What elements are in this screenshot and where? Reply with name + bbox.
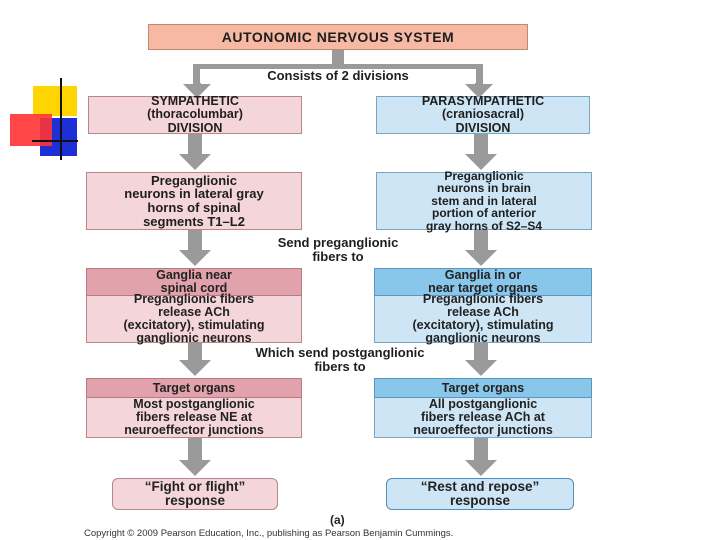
parasympathetic-division-text: PARASYMPATHETIC (craniosacral) DIVISION — [421, 94, 545, 135]
sympathetic-ganglia-stack: Ganglia near spinal cord Preganglionic f… — [86, 268, 302, 345]
arrow-left-3 — [179, 340, 211, 376]
sympathetic-preganglionic-box: Preganglionic neurons in lateral gray ho… — [86, 172, 302, 230]
parasympathetic-response: “Rest and repose” response — [386, 478, 574, 510]
sympathetic-target-stack: Target organs Most postganglionic fibers… — [86, 378, 302, 438]
send-preganglionic-label: Send preganglionic fibers to — [277, 235, 399, 264]
arrow-right-3 — [465, 340, 497, 376]
sympathetic-target-organs: Target organs — [86, 378, 302, 398]
parasympathetic-postganglionic: All postganglionic fibers release ACh at… — [374, 397, 592, 438]
sympathetic-response-text: “Fight or flight” response — [144, 478, 246, 508]
parasympathetic-preganglionic-fibers: Preganglionic fibers release ACh (excita… — [374, 292, 592, 345]
parasympathetic-ganglia: Ganglia in or near target organs — [374, 268, 592, 296]
arrow-left-4 — [179, 438, 211, 476]
arrow-right-1 — [465, 134, 497, 170]
parasympathetic-preganglionic-box: Preganglionic neurons in brain stem and … — [376, 168, 592, 233]
parasympathetic-response-text: “Rest and repose” response — [420, 478, 540, 508]
arrow-right-4 — [465, 438, 497, 476]
divisions-label: Consists of 2 divisions — [200, 69, 476, 83]
sympathetic-preganglionic-text: Preganglionic neurons in lateral gray ho… — [124, 172, 264, 229]
arrow-right-2 — [465, 230, 497, 266]
parasympathetic-division-box: PARASYMPATHETIC (craniosacral) DIVISION — [376, 94, 590, 135]
sympathetic-preganglionic-fibers: Preganglionic fibers release ACh (excita… — [86, 292, 302, 345]
arrow-left-1 — [179, 134, 211, 170]
arrow-left-2 — [179, 230, 211, 266]
parasympathetic-preganglionic-text: Preganglionic neurons in brain stem and … — [425, 168, 543, 233]
figure-label: (a) — [330, 513, 345, 527]
sympathetic-response: “Fight or flight” response — [112, 478, 278, 510]
copyright-text: Copyright © 2009 Pearson Education, Inc.… — [84, 528, 454, 539]
sympathetic-ganglia: Ganglia near spinal cord — [86, 268, 302, 296]
title-box: AUTONOMIC NERVOUS SYSTEM — [148, 24, 528, 50]
parasympathetic-target-stack: Target organs All postganglionic fibers … — [374, 378, 592, 438]
arrow-group — [179, 50, 497, 476]
parasympathetic-target-organs: Target organs — [374, 378, 592, 398]
split-arrow — [183, 50, 493, 98]
title-text: AUTONOMIC NERVOUS SYSTEM — [221, 29, 455, 45]
sympathetic-division-text: SYMPATHETIC (thoracolumbar) DIVISION — [147, 94, 243, 135]
parasympathetic-ganglia-stack: Ganglia in or near target organs Pregang… — [374, 268, 592, 345]
decoration-yellow-square — [33, 86, 77, 116]
sympathetic-postganglionic: Most postganglionic fibers release NE at… — [86, 397, 302, 438]
sympathetic-division-box: SYMPATHETIC (thoracolumbar) DIVISION — [88, 94, 302, 135]
send-postganglionic-label: Which send postganglionic fibers to — [255, 345, 425, 374]
